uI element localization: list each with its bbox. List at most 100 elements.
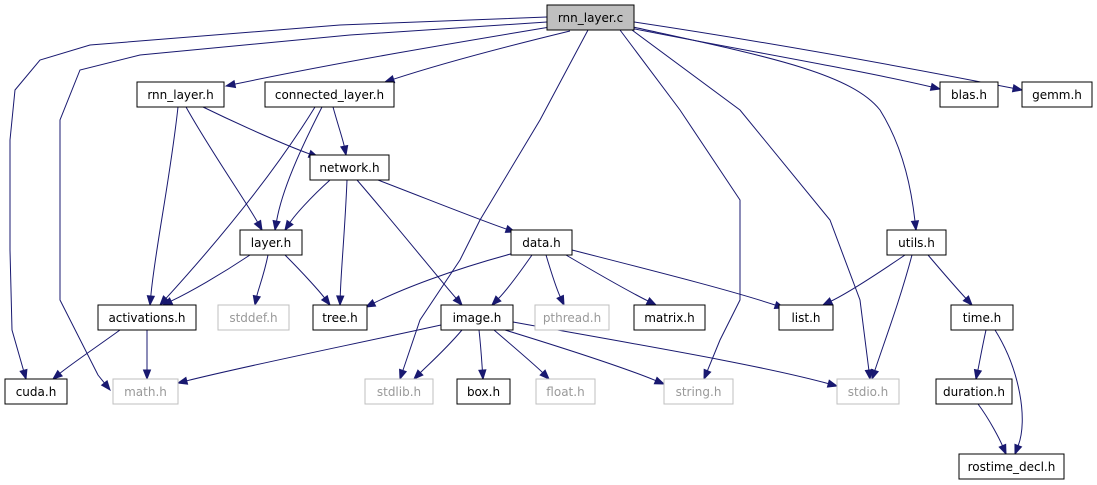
node-image-h[interactable]: image.h: [440, 304, 514, 331]
node-box: [633, 304, 706, 331]
node-activations-h[interactable]: activations.h: [97, 304, 197, 331]
edge-line: [632, 26, 916, 222]
arrowhead-icon: [929, 82, 942, 91]
edge-line: [332, 106, 345, 147]
node-box: [534, 304, 610, 331]
node-rnn-layer-h[interactable]: rnn_layer.h: [136, 81, 225, 108]
node-box: [136, 81, 225, 108]
edge-line: [393, 30, 571, 80]
node-utils-h[interactable]: utils.h: [886, 229, 947, 256]
edge-line: [619, 29, 741, 371]
node-rnn-layer-c[interactable]: rnn_layer.c: [546, 4, 635, 31]
edge-line: [977, 329, 987, 371]
node-matrix-h[interactable]: matrix.h: [633, 304, 706, 331]
node-float-h: float.h: [535, 378, 596, 405]
node-blas-h[interactable]: blas.h: [939, 81, 999, 108]
node-label: pthread.h: [543, 311, 601, 325]
arrowhead-icon: [284, 219, 294, 232]
node-tree-h[interactable]: tree.h: [312, 304, 368, 331]
node-gemm-h[interactable]: gemm.h: [1021, 81, 1093, 108]
arrowhead-icon: [910, 220, 920, 232]
edge-duration-h-to-rostime-decl-h: [977, 403, 1007, 456]
edge-rnn-layer-c-to-math-h: [59, 21, 548, 392]
node-box: [364, 378, 434, 405]
node-box: [312, 304, 368, 331]
node-box: [112, 378, 179, 405]
arrowhead-icon: [336, 295, 345, 307]
arrowhead-icon: [339, 144, 349, 157]
arrowhead-icon: [491, 295, 502, 306]
arrowhead-icon: [364, 298, 377, 308]
node-label: data.h: [522, 236, 560, 250]
edge-line: [256, 254, 269, 297]
edge-line: [977, 403, 1003, 446]
edge-line: [629, 27, 932, 88]
edge-line: [631, 29, 870, 371]
arrowhead-icon: [159, 295, 170, 307]
node-data-h[interactable]: data.h: [510, 229, 573, 256]
node-rostime-decl-h[interactable]: rostime_decl.h: [958, 453, 1065, 480]
node-label: stdio.h: [848, 385, 888, 399]
arrowhead-icon: [253, 219, 263, 232]
arrowhead-icon: [973, 368, 983, 381]
node-connected-layer-h[interactable]: connected_layer.h: [264, 81, 395, 108]
edges-layer: [9, 16, 1024, 456]
node-box: [939, 81, 999, 108]
edge-connected-layer-h-to-layer-h: [272, 106, 323, 232]
arrowhead-icon: [224, 79, 237, 89]
edge-line: [284, 254, 325, 299]
edge-line: [504, 329, 656, 382]
node-label: network.h: [319, 161, 379, 175]
edge-connected-layer-h-to-network-h: [332, 106, 349, 157]
edge-image-h-to-float-h: [493, 329, 550, 380]
node-list-h[interactable]: list.h: [778, 304, 834, 331]
edge-line: [571, 249, 776, 306]
arrowhead-icon: [51, 369, 64, 380]
edge-rnn-layer-c-to-stdio-h: [631, 29, 874, 381]
node-layer-h[interactable]: layer.h: [239, 229, 303, 256]
node-network-h[interactable]: network.h: [309, 154, 390, 181]
node-label: matrix.h: [644, 311, 695, 325]
arrowhead-icon: [100, 379, 111, 392]
edge-network-h-to-tree-h: [336, 179, 348, 307]
node-label: layer.h: [251, 236, 291, 250]
node-box-h[interactable]: box.h: [456, 378, 511, 405]
arrowhead-icon: [703, 368, 712, 381]
node-label: math.h: [124, 385, 167, 399]
node-label: utils.h: [898, 236, 935, 250]
edge-line: [59, 329, 121, 374]
edge-line: [402, 29, 589, 371]
edge-rnn-layer-h-to-activations-h: [146, 106, 179, 307]
node-pthread-h: pthread.h: [534, 304, 610, 331]
edge-line: [165, 106, 316, 299]
edge-data-h-to-image-h: [491, 254, 533, 306]
arrowhead-icon: [399, 368, 408, 381]
edge-rnn-layer-c-to-rnn-layer-h: [224, 26, 551, 89]
edge-line: [565, 254, 649, 302]
node-box: [239, 229, 303, 256]
arrowhead-icon: [1014, 443, 1023, 456]
edge-rnn-layer-c-to-string-h: [619, 29, 741, 381]
node-stddef-h: stddef.h: [217, 304, 290, 331]
arrowhead-icon: [870, 368, 880, 381]
edge-rnn-layer-c-to-gemm-h: [633, 21, 1024, 93]
node-time-h[interactable]: time.h: [950, 304, 1014, 331]
edge-line: [186, 324, 442, 382]
node-duration-h[interactable]: duration.h: [935, 378, 1013, 405]
edge-line: [830, 254, 906, 302]
node-box: [510, 229, 573, 256]
edge-line: [377, 179, 507, 230]
edge-data-h-to-list-h: [571, 249, 786, 310]
edge-line: [59, 21, 548, 384]
arrowhead-icon: [556, 294, 565, 307]
edge-data-h-to-tree-h: [364, 251, 519, 308]
edge-line: [927, 254, 967, 299]
arrowhead-icon: [1011, 84, 1024, 93]
node-box: [836, 378, 900, 405]
node-label: gemm.h: [1032, 88, 1082, 102]
node-cuda-h[interactable]: cuda.h: [4, 378, 68, 405]
edge-image-h-to-stdlib-h: [413, 329, 463, 380]
node-label: duration.h: [943, 385, 1005, 399]
edge-layer-h-to-stddef-h: [252, 254, 269, 307]
edge-line: [150, 106, 179, 297]
